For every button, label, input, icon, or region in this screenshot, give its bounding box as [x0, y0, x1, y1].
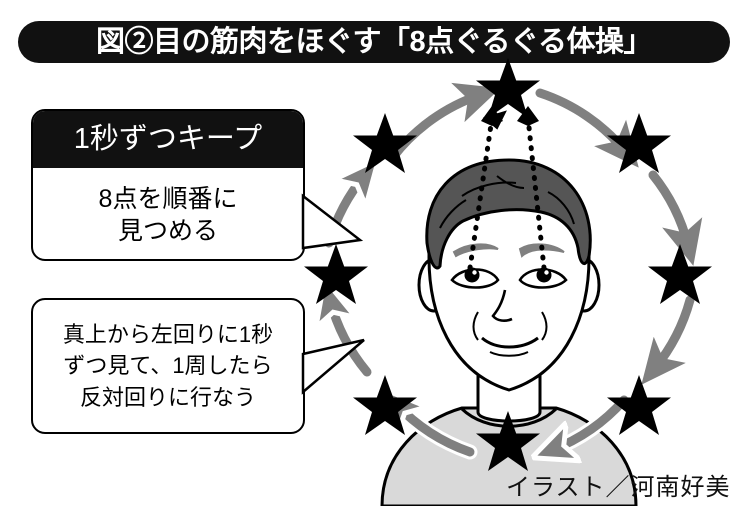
callout-keep-one-second: 1秒ずつキープ 8点を順番に 見つめる: [31, 109, 305, 261]
callout-1-tail: [301, 193, 364, 250]
callout-1-line-1: 8点を順番に: [98, 185, 238, 213]
hair-strand-4: [496, 175, 525, 189]
star-right: [648, 244, 712, 304]
mouth: [481, 336, 539, 349]
hair-strand-2: [547, 191, 575, 225]
star-bottom: [476, 411, 540, 471]
callout-1-header-text: 1秒ずつキープ: [73, 123, 263, 155]
callout-2-line-3: 反対回りに行なう: [79, 384, 256, 410]
eye-highlight-left: [472, 270, 477, 275]
callout-2-line-2: ずつ見て、1周したら: [63, 353, 273, 379]
page-title-bar: 図②目の筋肉をほぐす「8点ぐるぐる体操」: [18, 21, 730, 63]
nose: [491, 289, 513, 322]
callout-2-tail: [301, 338, 365, 395]
star-top-left: [353, 113, 417, 173]
callout-1-line-2: 見つめる: [117, 217, 218, 245]
callout-1-body: 8点を順番に 見つめる: [33, 168, 303, 259]
eyebrow-right: [518, 243, 565, 258]
eye-highlight-right: [544, 270, 549, 275]
hair: [425, 158, 592, 270]
arc-arrow-topleft-to-top: [388, 82, 501, 162]
callout-1-header: 1秒ずつキープ: [33, 111, 303, 168]
eyebrow-left: [452, 243, 499, 258]
callout-2-line-1: 真上から左回りに1秒: [62, 322, 274, 348]
gaze-arrowhead-right: [517, 106, 539, 126]
arc-arrow-topright-to-right: [648, 170, 703, 266]
page-title: 図②目の筋肉をほぐす「8点ぐるぐる体操」: [96, 25, 652, 58]
hair-strand-3: [439, 199, 467, 229]
star-top: [476, 58, 540, 118]
star-top-right: [607, 113, 671, 173]
lower-lip: [489, 351, 529, 357]
arc-arrow-right-to-bottomright: [641, 295, 695, 385]
smile-line-left: [472, 311, 479, 341]
callout-direction-instruction: 真上から左回りに1秒 ずつ見て、1周したら 反対回りに行なう: [31, 298, 305, 434]
illustration-credit: イラスト／河南好美: [506, 474, 731, 501]
hair-strand-1: [461, 181, 517, 197]
arc-arrow-bottomleft-to-left: [330, 300, 372, 377]
smile-line-right: [541, 311, 548, 341]
star-bottom-right: [607, 375, 671, 435]
